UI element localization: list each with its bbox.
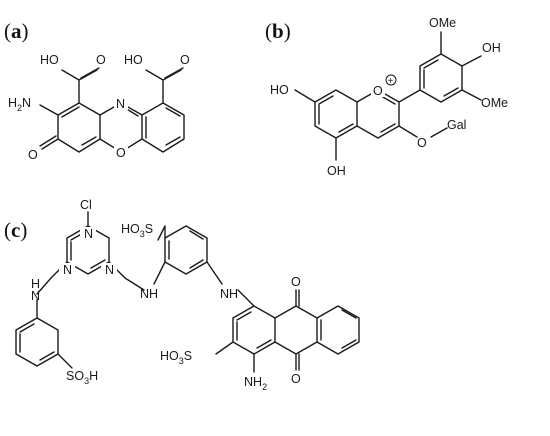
ring-c-aq-right [316,305,360,355]
structure-c: Cl HO3S N N N NH NH NH SO3H HO3S O O NH2 [15,198,360,392]
atom-ome-top: OMe [429,16,456,30]
nh-right-bond [206,261,223,285]
panel-label-a: (a) [4,19,29,43]
ring-c-triazine [66,225,110,275]
ho-left-bond [294,89,316,103]
atom-oh-bottom: OH [327,164,346,178]
atom-n-triazine-1: N [84,227,93,241]
ring-b-b-double [423,59,459,97]
nh-aq-bond [237,289,255,307]
atom-oh-right: OH [482,41,501,55]
ketone-bond [39,135,59,150]
ring-c-phenyl-left [15,317,59,367]
atom-nh-2: NH [140,287,158,301]
atom-nh2: NH2 [244,375,267,392]
atom-o-right: O [180,53,190,67]
carbonyl-bottom [295,353,300,371]
structure-b: OMe OH OMe O + HO OH O Gal [270,16,508,178]
atom-nh-1: NH [31,277,40,303]
ring-a-left [57,102,101,153]
oh-right-bond [461,55,482,67]
carbonyl-top [295,289,300,307]
ring-c-aq-left [232,305,276,355]
ring-b-b [398,53,463,103]
atom-o-plus: O [373,84,383,98]
atom-o-gal: O [417,136,427,150]
atom-ho-left: HO [40,53,59,67]
nh2-bond [39,104,59,116]
nh-middle-bond [153,261,166,285]
so3h-top-bond [157,225,166,241]
atom-ho3s-bottom: HO3S [160,349,192,366]
ring-c-aq-mid [274,305,318,355]
atom-o-ring: O [116,146,126,160]
ring-a-left-double [61,106,97,146]
ring-a-right [141,102,185,153]
atom-n-triazine-2: N [63,263,72,277]
atom-o-ketone: O [28,148,38,162]
atom-h2n: H2N [8,96,31,113]
ring-b-a [314,89,358,139]
so3h-bond [57,353,73,369]
ring-a-right-double [145,107,181,146]
atom-ho-right: HO [124,53,143,67]
so3h-aq-bond [215,341,234,355]
panel-label-c: (c) [4,218,27,242]
atom-o-bottom: O [291,372,301,386]
atom-n-center: N [116,97,125,111]
ring-c-phenyl-left-double [19,323,55,361]
atom-o-left: O [96,53,106,67]
positive-charge-circle [385,74,397,86]
o-gal-bond [398,125,418,138]
atom-ho3s-top: HO3S [121,222,153,239]
atom-nh-3: NH [220,287,238,301]
ring-b-a-double [318,95,354,133]
ring-c-aq-left-double [236,311,272,349]
atom-ho-left-b: HO [270,83,289,97]
ring-c-aq-right-double [320,309,357,349]
atom-cl: Cl [80,198,92,212]
panel-label-b: (b) [265,19,291,43]
cooh-right-bonds [145,67,184,104]
cooh-left-bonds [61,67,100,104]
gal-bond [430,127,448,138]
ring-c-middle-double [168,230,204,269]
ring-c-middle [164,225,208,275]
atom-n-triazine-3: N [105,263,114,277]
atom-o-top: O [291,275,301,289]
atom-gal: Gal [447,118,466,132]
structure-a: HO O HO O H2N N O O [8,53,190,162]
ring-b-c-double [380,95,396,133]
atom-ome-bottom: OMe [481,96,508,110]
ome-bottom-bond [461,89,482,101]
atom-plus: + [388,76,394,87]
atom-so3h: SO3H [66,369,98,386]
